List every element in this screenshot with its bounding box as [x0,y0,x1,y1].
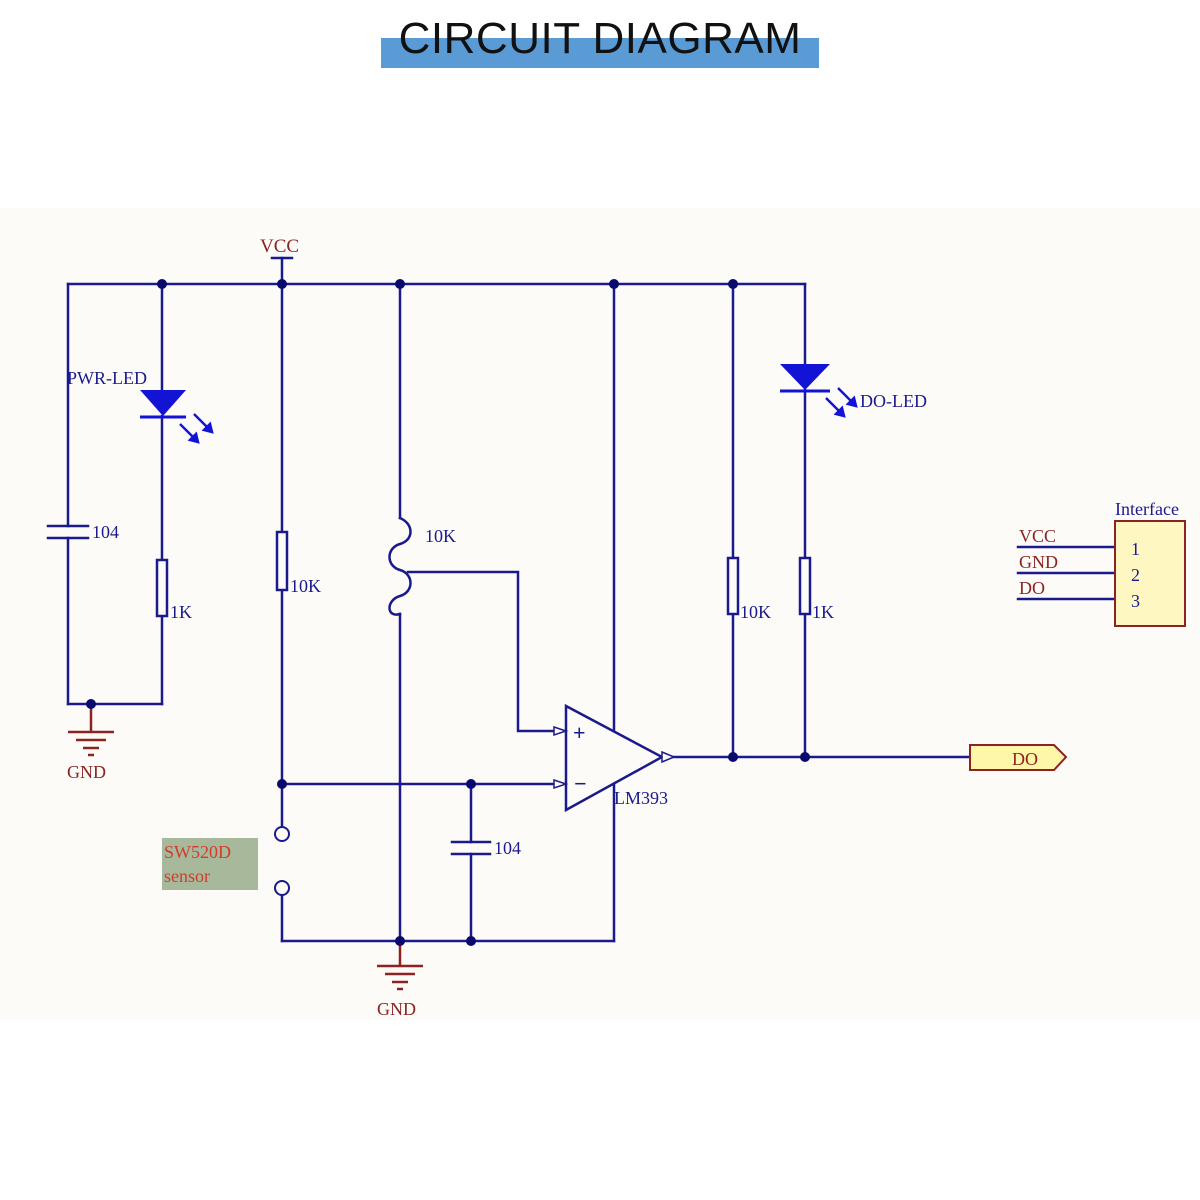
junction-vcc-pullup [728,279,738,289]
junction-cap-minus [466,779,476,789]
junction-vcc-pwr [157,279,167,289]
junction-vcc-pot [395,279,405,289]
pot-wiper [406,570,558,733]
vcc-label: VCC [260,236,299,257]
res-pullup-label: 10K [740,602,771,622]
title-bar [381,38,819,68]
junction-vcc-divider [277,279,287,289]
pwr-led-icon [140,390,214,444]
gnd-left-label: GND [67,762,106,782]
do-led-label: DO-LED [860,391,927,411]
junction-output-do [800,752,810,762]
gnd-bottom-label: GND [377,999,416,1019]
interface-title: Interface [1115,499,1179,519]
cap-bottom-label: 104 [494,838,521,858]
page-title: CIRCUIT DIAGRAM [398,14,802,63]
resistor-do-1k [798,556,812,616]
junction-ground-left [86,699,96,709]
interface-pin-name-1: VCC [1019,526,1056,546]
comparator-output-arrow [661,750,676,764]
ground-left-icon [68,704,114,757]
comparator-minus-label: − [574,771,587,796]
sensor-contact-bottom [274,880,290,896]
res-do-label: 1K [812,602,834,622]
comparator-input-minus-arrow [553,778,569,790]
interface-pin-number-3: 3 [1131,591,1140,611]
resistor-pullup-10k [726,556,740,616]
comparator-input-plus-arrow [553,725,569,737]
do-port-label: DO [1012,749,1038,769]
sensor-contact-top [274,826,290,842]
lm393-comparator [564,703,665,813]
junction-output-pullup [728,752,738,762]
junction-gnd-pot [395,936,405,946]
comparator-plus-label: + [573,720,586,745]
pot-label: 10K [425,526,456,546]
resistor-divider-10k [275,530,289,592]
junction-vcc-comparator [609,279,619,289]
interface-pin-number-2: 2 [1131,565,1140,585]
comparator-label: LM393 [614,788,668,808]
cap-left-label: 104 [92,522,119,542]
pot-coil [388,516,412,616]
interface-pin-number-1: 1 [1131,539,1140,559]
interface-pin-name-3: DO [1019,578,1045,598]
junction-divider-minus [277,779,287,789]
resistor-pwr-1k [155,558,169,618]
junction-gnd-cap [466,936,476,946]
sensor-label-line2: sensor [164,866,210,886]
res-divider-label: 10K [290,576,321,596]
do-port [969,744,1068,771]
interface-pin-name-2: GND [1019,552,1058,572]
do-led-icon [780,364,858,418]
interface-connector [1114,520,1186,627]
ground-bottom-icon [377,941,423,991]
sensor-label-line1: SW520D [164,842,231,862]
sensor-label-box [162,838,258,890]
res-pwr-label: 1K [170,602,192,622]
pwr-led-label: PWR-LED [67,368,147,388]
